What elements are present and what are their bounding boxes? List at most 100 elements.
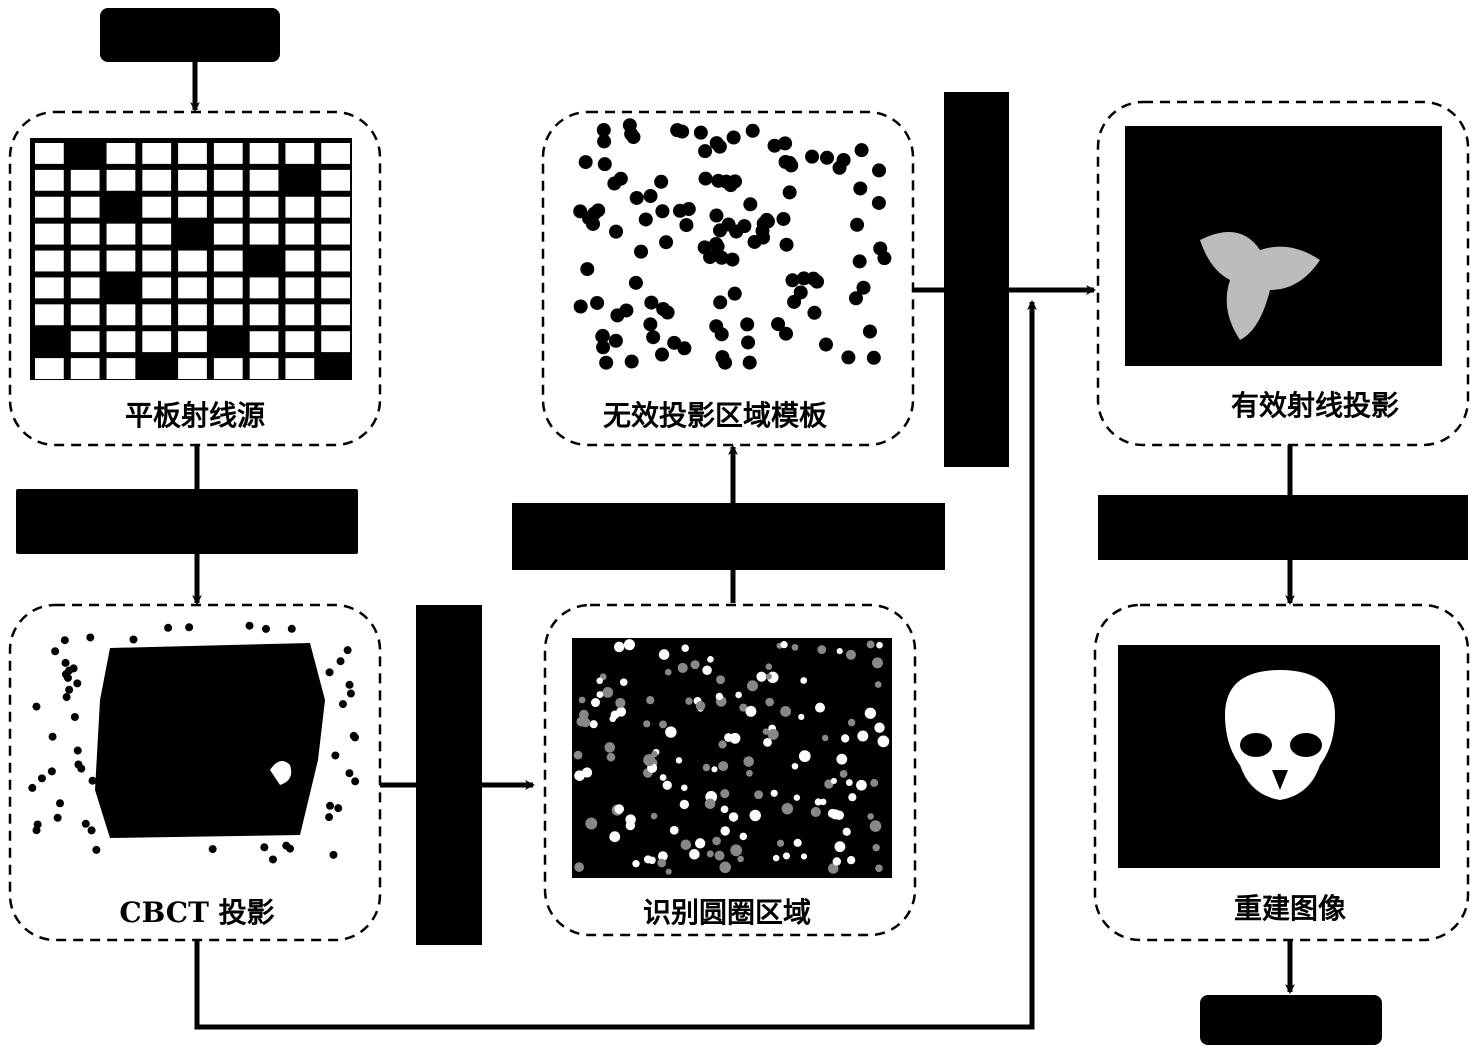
- cbct-dot: [245, 621, 254, 630]
- mask-dot: [866, 350, 881, 365]
- mask-dot: [820, 150, 835, 165]
- circle-dot: [702, 763, 711, 772]
- cbct-dot: [56, 799, 65, 808]
- start-box: [100, 8, 280, 62]
- circle-dot: [720, 789, 730, 799]
- circle-dot: [716, 675, 725, 685]
- cbct-dot: [326, 801, 335, 810]
- circle-dot: [772, 854, 780, 862]
- mask-dot: [608, 333, 623, 348]
- cbct-dot: [63, 673, 72, 682]
- grid-cell: [106, 331, 136, 353]
- grid-cell: [285, 304, 315, 326]
- cbct-dot: [62, 693, 71, 702]
- mask-dot: [841, 350, 856, 365]
- grid-cell: [249, 331, 279, 353]
- grid-cell: [285, 143, 315, 164]
- cbct-dot: [65, 685, 74, 694]
- circle-dot: [715, 692, 724, 701]
- circle-dot: [856, 779, 867, 791]
- cbct-dot: [345, 680, 354, 689]
- mask-dot: [718, 355, 733, 370]
- grid-cell: [142, 304, 172, 326]
- circle-dot: [719, 861, 731, 874]
- circle-dot: [781, 802, 794, 815]
- circle-dot: [643, 855, 653, 864]
- cbct-dot: [51, 647, 60, 656]
- mask-dot: [597, 157, 612, 172]
- circle-dot: [702, 665, 712, 675]
- circle-dot: [864, 707, 877, 719]
- cbct-dot: [287, 624, 296, 633]
- circle-dot: [793, 794, 801, 801]
- mask-dot: [713, 295, 728, 310]
- grid-cell: [70, 223, 100, 245]
- grid-cell: [213, 143, 243, 164]
- circle-dot: [754, 790, 764, 800]
- mask-dot: [644, 295, 659, 310]
- cbct-dot: [37, 774, 46, 783]
- cbct-dot: [61, 658, 70, 667]
- circle-dot: [578, 696, 586, 704]
- cbct-dot: [325, 813, 334, 822]
- mask-dot: [743, 197, 758, 212]
- panel-valid-projection: [1096, 100, 1470, 447]
- circle-dot: [876, 641, 883, 649]
- grid-cell: [285, 250, 315, 272]
- grid-cell: [285, 196, 315, 218]
- step-box-2: [416, 605, 482, 945]
- arrow-cbct-bypass: [194, 300, 1037, 1030]
- circle-dot: [613, 641, 625, 653]
- mask-dot: [776, 211, 791, 226]
- cbct-projection-image: [28, 621, 360, 864]
- cbct-dot: [28, 783, 37, 792]
- mask-dot: [779, 326, 794, 341]
- circle-dot: [776, 839, 785, 847]
- circle-dot: [874, 722, 885, 733]
- mask-dot: [727, 286, 742, 301]
- mask-dot: [759, 212, 774, 227]
- end-box: [1200, 995, 1382, 1045]
- circle-dot: [646, 696, 655, 705]
- mask-dot: [742, 355, 757, 370]
- mask-dot: [628, 275, 643, 290]
- cbct-dot: [81, 819, 90, 828]
- cbct-dot: [69, 664, 78, 673]
- circle-dot: [767, 728, 779, 740]
- grid-cell: [70, 304, 100, 326]
- circle-dot: [665, 868, 672, 875]
- circle-dot: [770, 789, 778, 797]
- mask-dot: [610, 308, 625, 323]
- cbct-dot: [92, 845, 101, 854]
- circle-dot: [706, 850, 714, 858]
- mask-dot: [667, 335, 682, 350]
- mask-dot: [872, 163, 887, 178]
- mask-dot: [848, 291, 863, 306]
- circle-dot: [590, 698, 600, 708]
- mask-dot: [646, 330, 661, 345]
- cbct-dot: [60, 636, 69, 645]
- circle-dot: [737, 855, 744, 863]
- mask-dot: [784, 158, 799, 173]
- mask-dot: [807, 305, 822, 320]
- cbct-dot: [87, 826, 96, 835]
- grid-cell: [285, 223, 315, 245]
- invalid-mask-image: [573, 118, 892, 370]
- cbct-dot: [77, 764, 86, 773]
- mask-dot: [659, 235, 674, 250]
- grid-cell: [106, 358, 136, 379]
- grid-cell: [249, 358, 279, 379]
- grid-cell: [249, 196, 279, 218]
- circle-dot: [650, 812, 658, 820]
- circle-dot: [711, 766, 718, 773]
- circle-dot: [845, 649, 856, 660]
- mask-dot: [654, 174, 669, 189]
- circle-dot: [832, 857, 842, 866]
- grid-cell: [35, 143, 64, 164]
- circle-dot: [842, 827, 851, 836]
- cbct-dot: [86, 633, 95, 642]
- mask-dot: [655, 347, 670, 362]
- circle-dot: [720, 805, 729, 814]
- cbct-dot: [48, 732, 57, 741]
- cbct-dot: [331, 751, 340, 760]
